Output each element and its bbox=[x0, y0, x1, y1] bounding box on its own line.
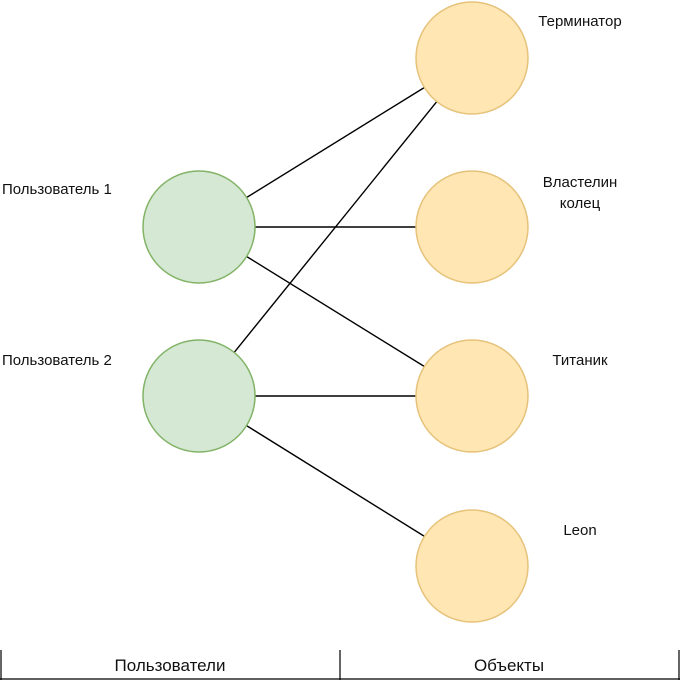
user-node-2-circle bbox=[142, 339, 256, 453]
user-node-2: Пользователь 2 bbox=[2, 339, 256, 453]
object-node-terminator-label: Терминатор bbox=[538, 13, 621, 30]
object-node-leon: Leon bbox=[415, 509, 597, 623]
user-node-1: Пользователь 1 bbox=[2, 170, 256, 284]
object-node-titanic-circle bbox=[415, 339, 529, 453]
edges-layer bbox=[233, 86, 438, 537]
footer-objects-label: Объекты bbox=[474, 656, 544, 675]
user-node-1-label: Пользователь 1 bbox=[2, 181, 112, 198]
object-node-titanic-label: Титаник bbox=[552, 352, 608, 369]
edge-user2-terminator bbox=[233, 101, 438, 353]
edge-user2-leon bbox=[246, 425, 425, 537]
footer-users-label: Пользователи bbox=[115, 656, 226, 675]
edge-user1-titanic bbox=[246, 255, 425, 368]
object-node-lotr: Властелин колец bbox=[415, 170, 618, 284]
user-node-1-circle bbox=[142, 170, 256, 284]
object-node-leon-circle bbox=[415, 509, 529, 623]
object-node-leon-label: Leon bbox=[563, 522, 596, 539]
object-node-lotr-circle bbox=[415, 170, 529, 284]
object-node-lotr-label-line-1: Властелин bbox=[543, 174, 618, 191]
object-node-lotr-label-line-2: колец bbox=[560, 195, 601, 212]
user-node-2-label: Пользователь 2 bbox=[2, 352, 112, 369]
object-node-terminator: Терминатор bbox=[415, 1, 622, 115]
object-node-terminator-circle bbox=[415, 1, 529, 115]
footer-bar: Пользователи Объекты bbox=[0, 650, 680, 680]
object-node-titanic: Титаник bbox=[415, 339, 608, 453]
edge-user1-terminator bbox=[246, 86, 425, 199]
